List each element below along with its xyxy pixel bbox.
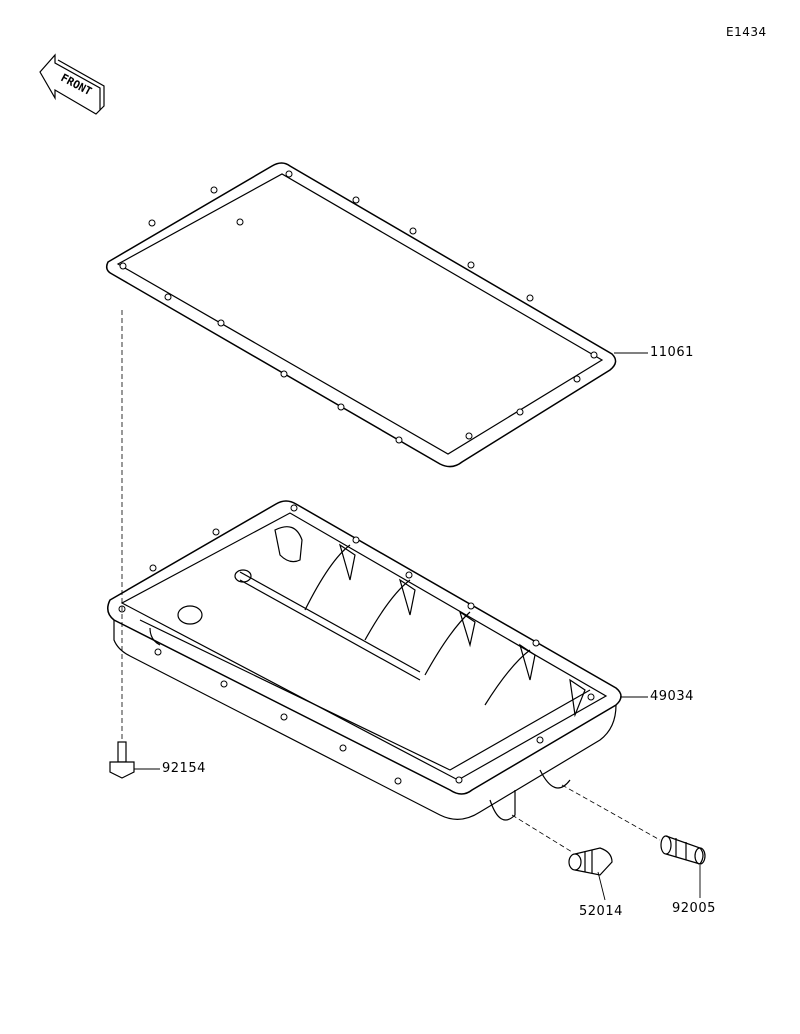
part-label-92005[interactable]: 92005 bbox=[672, 901, 716, 916]
leader-lines bbox=[134, 352, 701, 901]
part-label-92154[interactable]: 92154 bbox=[162, 761, 206, 776]
bolt-92154 bbox=[109, 741, 135, 779]
diagram-code: E1434 bbox=[726, 25, 767, 39]
oil-pan-49034 bbox=[107, 500, 622, 821]
guide-lines bbox=[121, 310, 661, 853]
fitting-52014 bbox=[568, 847, 613, 876]
gasket-11061 bbox=[105, 162, 617, 468]
front-arrow-icon: FRONT bbox=[39, 53, 105, 115]
part-label-52014[interactable]: 52014 bbox=[579, 904, 623, 919]
part-label-49034[interactable]: 49034 bbox=[650, 689, 694, 704]
part-label-11061[interactable]: 11061 bbox=[650, 345, 694, 360]
drain-fitting-92005 bbox=[660, 835, 706, 865]
